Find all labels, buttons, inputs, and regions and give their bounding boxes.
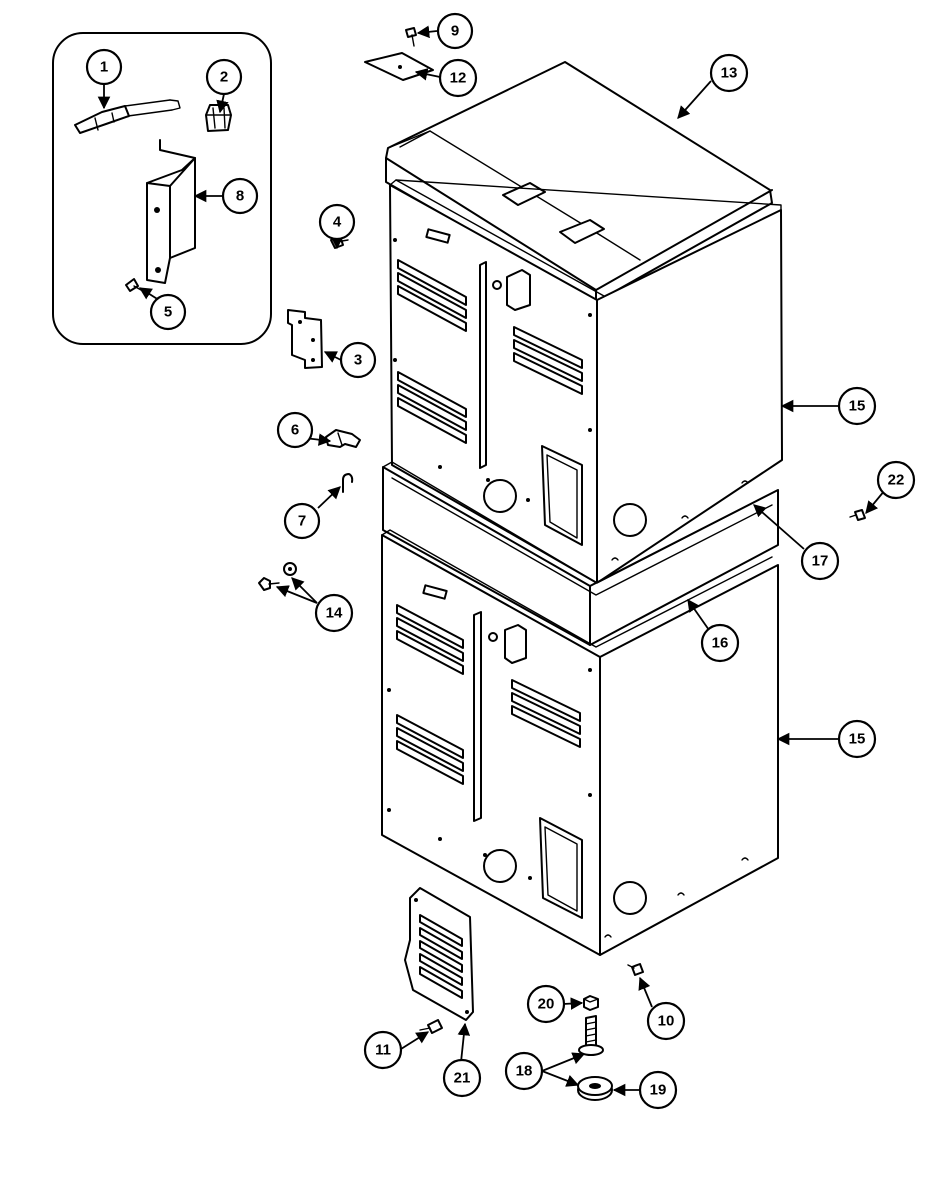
svg-text:15: 15 bbox=[849, 398, 866, 415]
lower-cabinet bbox=[381, 529, 779, 956]
svg-text:2: 2 bbox=[220, 69, 228, 86]
svg-text:7: 7 bbox=[298, 513, 306, 530]
part-screw-11 bbox=[419, 1019, 443, 1034]
part-screw-9 bbox=[405, 27, 417, 47]
svg-text:8: 8 bbox=[236, 188, 244, 205]
part-terminal-bracket bbox=[146, 139, 196, 284]
callout-20: 20 bbox=[526, 984, 566, 1024]
callout-8: 8 bbox=[221, 177, 259, 215]
svg-text:19: 19 bbox=[650, 1082, 667, 1099]
callout-2: 2 bbox=[205, 58, 243, 96]
svg-text:21: 21 bbox=[454, 1070, 471, 1087]
callout-22: 22 bbox=[876, 460, 916, 500]
callouts: 1 2 3 4 5 6 7 8 bbox=[85, 12, 916, 1110]
svg-text:9: 9 bbox=[451, 23, 459, 40]
svg-text:16: 16 bbox=[712, 635, 729, 652]
callout-21: 21 bbox=[442, 1058, 482, 1098]
callout-12: 12 bbox=[438, 58, 478, 98]
part-clamp-6 bbox=[325, 429, 361, 448]
callout-7: 7 bbox=[283, 502, 321, 540]
svg-text:11: 11 bbox=[375, 1042, 391, 1059]
callout-4: 4 bbox=[318, 203, 356, 241]
svg-text:17: 17 bbox=[812, 553, 829, 570]
part-screw-10 bbox=[627, 963, 644, 976]
callout-9: 9 bbox=[436, 12, 474, 50]
part-hook-7 bbox=[342, 473, 354, 493]
callout-16: 16 bbox=[700, 623, 740, 663]
svg-text:13: 13 bbox=[721, 65, 738, 82]
part-power-cord bbox=[74, 99, 181, 134]
svg-text:5: 5 bbox=[164, 304, 172, 321]
part-screw-22 bbox=[849, 509, 866, 521]
svg-text:18: 18 bbox=[516, 1063, 533, 1080]
part-leveling-leg-18 bbox=[578, 1015, 604, 1056]
inset-panel bbox=[52, 32, 272, 345]
callout-1: 1 bbox=[85, 48, 123, 86]
part-vent-grille-21 bbox=[404, 887, 474, 1021]
svg-text:10: 10 bbox=[658, 1013, 675, 1030]
part-cover-plate-12 bbox=[364, 52, 434, 81]
svg-text:20: 20 bbox=[538, 996, 555, 1013]
callout-5: 5 bbox=[149, 293, 187, 331]
callout-18: 18 bbox=[504, 1051, 544, 1091]
svg-text:15: 15 bbox=[849, 731, 866, 748]
part-bracket-screw bbox=[125, 278, 142, 292]
svg-text:14: 14 bbox=[326, 605, 343, 622]
callout-6: 6 bbox=[276, 411, 314, 449]
part-access-plate bbox=[287, 309, 323, 369]
callout-17: 17 bbox=[800, 541, 840, 581]
part-screws-14 bbox=[258, 562, 297, 591]
callout-11: 11 bbox=[363, 1030, 403, 1070]
callout-14: 14 bbox=[314, 593, 354, 633]
callout-15-lower: 15 bbox=[837, 719, 877, 759]
callout-19: 19 bbox=[638, 1070, 678, 1110]
svg-text:12: 12 bbox=[450, 70, 467, 87]
callout-13: 13 bbox=[709, 53, 749, 93]
part-foot-pad-19 bbox=[577, 1076, 613, 1101]
callout-3: 3 bbox=[339, 341, 377, 379]
leader-lines bbox=[97, 25, 886, 1097]
svg-text:6: 6 bbox=[291, 422, 299, 439]
callout-10: 10 bbox=[646, 1001, 686, 1041]
part-nut-20 bbox=[583, 995, 599, 1011]
stacking-frame bbox=[382, 461, 779, 646]
svg-text:3: 3 bbox=[354, 352, 362, 369]
callout-15-upper: 15 bbox=[837, 386, 877, 426]
part-strain-relief bbox=[205, 104, 232, 132]
upper-cabinet bbox=[389, 179, 783, 584]
svg-text:22: 22 bbox=[888, 472, 905, 489]
svg-text:4: 4 bbox=[333, 214, 342, 231]
svg-text:1: 1 bbox=[100, 59, 108, 76]
